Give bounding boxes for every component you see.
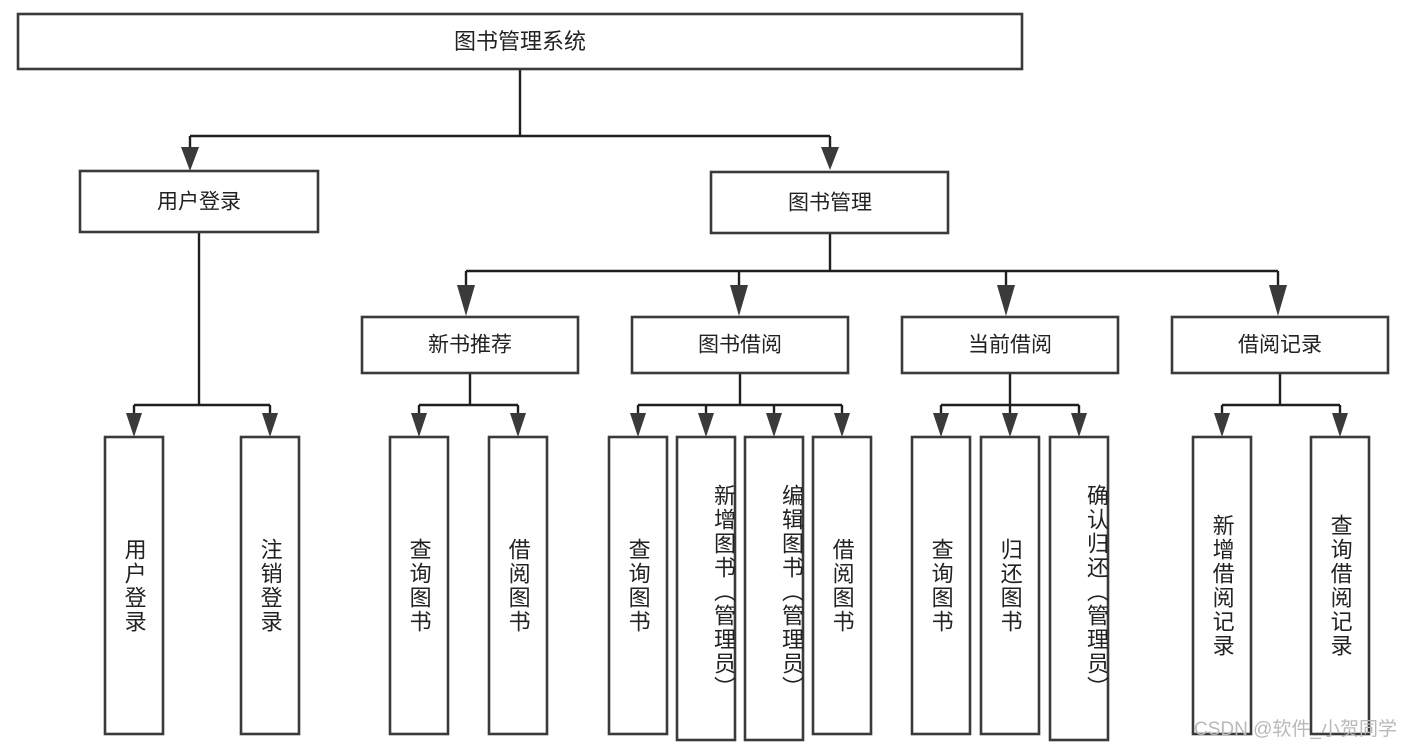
arrow-head-icon [997, 285, 1015, 316]
node-box[interactable] [900, 315, 1120, 375]
leaf-boxes-borrow-record [1191, 435, 1371, 736]
connector-new-book-recommend-to-leaves [411, 373, 526, 437]
node-box[interactable] [910, 435, 972, 736]
node-box[interactable] [1309, 435, 1371, 736]
node-box[interactable] [1191, 435, 1253, 736]
arrow-head-icon [181, 147, 199, 171]
arrow-head-icon [1002, 413, 1018, 437]
arrow-head-icon [698, 413, 714, 437]
leaf-boxes-book-borrow [607, 435, 873, 742]
connector-borrow-record-to-leaves [1214, 373, 1348, 437]
connector-root-to-level1 [181, 69, 839, 171]
node-label-book-management: 图书管理 [788, 192, 872, 215]
node-label-current-borrow: 当前借阅 [968, 334, 1052, 357]
arrow-head-icon [411, 413, 427, 437]
node-box[interactable] [78, 169, 320, 234]
node-box[interactable] [1048, 435, 1110, 742]
connector-current-borrow-to-leaves [933, 373, 1087, 437]
node-user-login[interactable]: 用户登录 [78, 169, 320, 234]
arrow-head-icon [933, 413, 949, 437]
arrow-head-icon [126, 413, 142, 437]
node-box[interactable] [360, 315, 580, 375]
node-label-new-book-recommend: 新书推荐 [428, 334, 512, 357]
node-box[interactable] [1170, 315, 1390, 375]
node-box[interactable] [709, 170, 950, 235]
node-box[interactable] [103, 435, 165, 736]
node-box[interactable] [388, 435, 450, 736]
node-box[interactable] [16, 12, 1024, 71]
arrow-head-icon [510, 413, 526, 437]
arrow-head-icon [262, 413, 278, 437]
node-current-borrow[interactable]: 当前借阅 [900, 315, 1120, 375]
node-label-root: 图书管理系统 [454, 29, 586, 54]
node-box[interactable] [239, 435, 301, 736]
node-box[interactable] [811, 435, 873, 736]
connector-book-management-to-level2 [457, 233, 1287, 316]
node-label-book-borrow: 图书借阅 [698, 334, 782, 357]
arrow-head-icon [457, 285, 475, 316]
leaf-boxes-user-login [103, 435, 301, 736]
node-new-book-recommend[interactable]: 新书推荐 [360, 315, 580, 375]
node-book-borrow[interactable]: 图书借阅 [630, 315, 850, 375]
node-label-user-login: 用户登录 [157, 191, 241, 214]
node-box[interactable] [675, 435, 737, 742]
node-box[interactable] [607, 435, 669, 736]
node-box[interactable] [743, 435, 805, 742]
leaf-boxes-new-book-recommend [388, 435, 549, 736]
connector-user-login-to-leaves [126, 232, 278, 437]
arrow-head-icon [1332, 413, 1348, 437]
node-label-borrow-record: 借阅记录 [1238, 334, 1322, 357]
leaf-boxes-current-borrow [910, 435, 1110, 742]
arrow-head-icon [630, 413, 646, 437]
node-borrow-record[interactable]: 借阅记录 [1170, 315, 1390, 375]
arrow-head-icon [730, 285, 748, 316]
connector-book-borrow-to-leaves [630, 373, 850, 437]
node-root[interactable]: 图书管理系统 [16, 12, 1024, 71]
node-box[interactable] [630, 315, 850, 375]
arrow-head-icon [834, 413, 850, 437]
watermark-text: CSDN @软件_小贺同学 [1194, 719, 1397, 740]
arrow-head-icon [1071, 413, 1087, 437]
arrow-head-icon [1214, 413, 1230, 437]
arrow-head-icon [766, 413, 782, 437]
node-book-management[interactable]: 图书管理 [709, 170, 950, 235]
node-box[interactable] [979, 435, 1041, 736]
arrow-head-icon [1269, 285, 1287, 316]
node-box[interactable] [487, 435, 549, 736]
arrow-head-icon [821, 147, 839, 170]
